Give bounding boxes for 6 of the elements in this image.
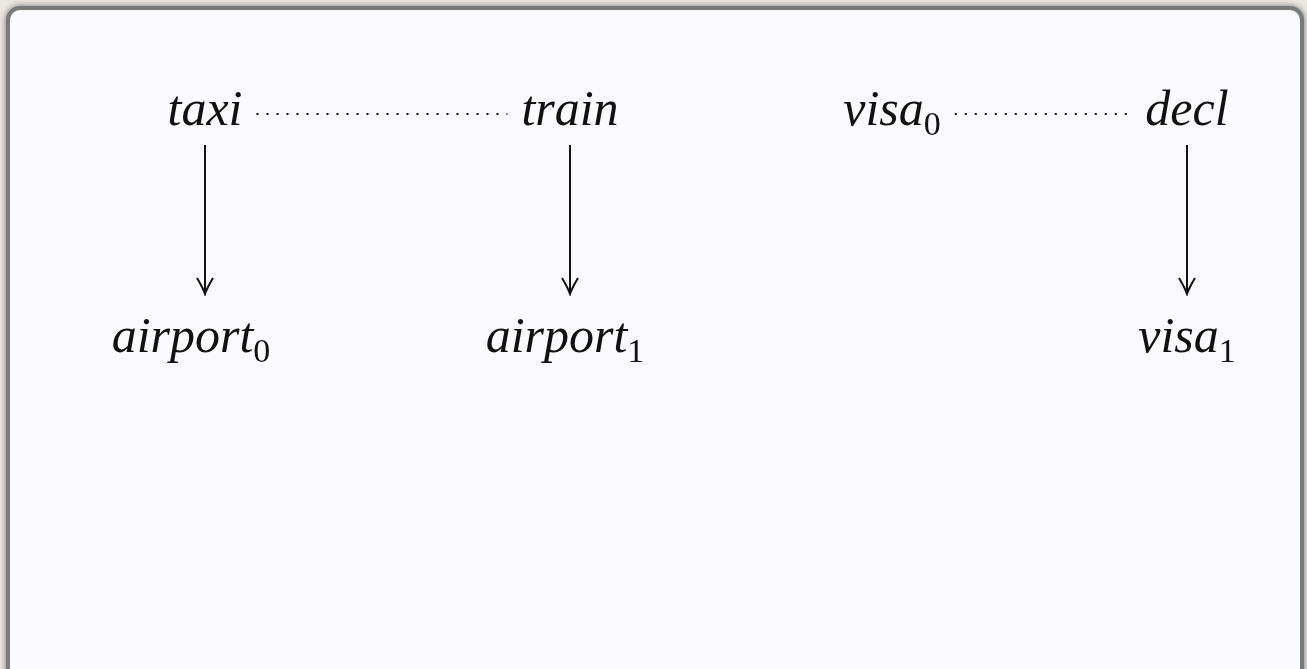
math-label: taxi bbox=[167, 83, 243, 133]
math-label: visa$_{0}$ bbox=[843, 83, 941, 133]
math-label: decl bbox=[1145, 83, 1229, 133]
math-label: visa$_{1}$ bbox=[1138, 310, 1236, 360]
dotted-line bbox=[255, 113, 509, 115]
math-label: train bbox=[521, 83, 619, 133]
